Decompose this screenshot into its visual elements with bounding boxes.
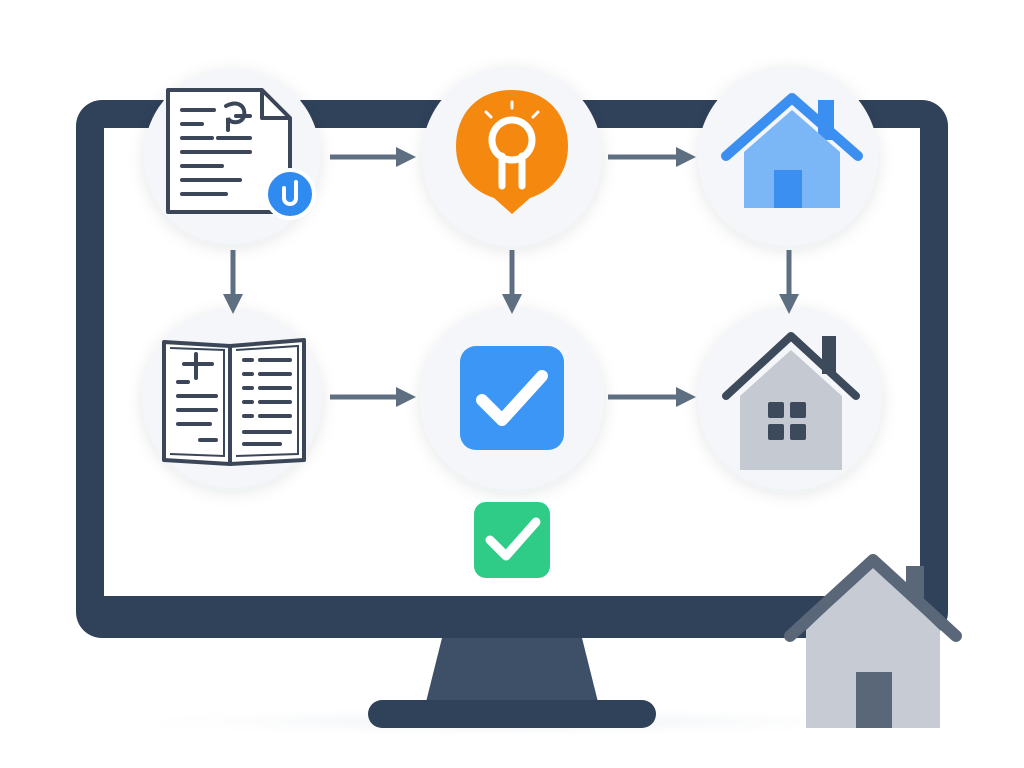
open-book-icon [162, 338, 306, 466]
blue-house-icon [721, 93, 863, 208]
blue-checkbox-icon [460, 346, 564, 450]
monitor-base [368, 700, 656, 728]
lightbulb-idea-icon [456, 90, 568, 214]
attachment-badge [264, 168, 316, 220]
gray-house-icon [722, 332, 860, 470]
flow-arrows [223, 147, 799, 407]
green-checkbox-icon [474, 502, 550, 578]
monitor-neck [426, 638, 598, 702]
large-gray-house-icon [784, 554, 962, 728]
document-with-attachment-icon [166, 88, 316, 220]
